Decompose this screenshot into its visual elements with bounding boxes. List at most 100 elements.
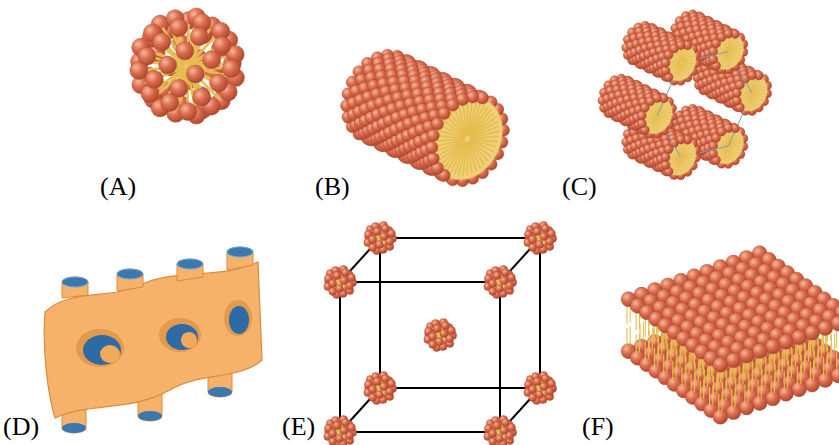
head-sphere (661, 153, 670, 162)
lipid-tail (729, 148, 732, 161)
head-sphere (732, 88, 741, 97)
tunnel-wall (100, 345, 120, 363)
head-sphere (193, 88, 211, 106)
lipid-tail (752, 95, 755, 108)
lipid-tail (645, 117, 656, 125)
lipid-tail (471, 131, 498, 138)
channel-opening (138, 411, 162, 421)
head-sphere (427, 129, 439, 141)
micelle (484, 416, 517, 445)
cube-edge (340, 431, 500, 433)
head-sphere (373, 378, 381, 386)
cube-edge (380, 387, 540, 389)
cube-edge (340, 238, 380, 282)
lipid-tail (463, 105, 467, 135)
head-sphere (661, 161, 670, 170)
lipid-tail (471, 126, 498, 137)
head-sphere (640, 103, 649, 112)
head-sphere (340, 277, 348, 285)
head-sphere (380, 383, 388, 391)
head-sphere (333, 272, 341, 280)
lipid-tail (471, 136, 498, 138)
head-sphere (381, 225, 389, 233)
channel-opening (227, 247, 253, 257)
cube-edge (379, 238, 381, 388)
head-sphere (335, 285, 343, 293)
head-sphere (431, 118, 443, 130)
head-sphere (712, 39, 721, 48)
tunnel-opening (166, 324, 198, 350)
head-sphere (222, 60, 240, 78)
lipid-tail (740, 94, 751, 102)
head-sphere (176, 42, 194, 60)
head-sphere (735, 80, 744, 89)
lipid-tail (669, 64, 680, 72)
spherical-micelle (130, 8, 245, 124)
head-sphere (170, 19, 188, 37)
head-sphere (170, 79, 188, 97)
lipid-tail (730, 143, 742, 146)
head-sphere (433, 325, 441, 333)
head-sphere (664, 145, 673, 154)
head-sphere (429, 333, 437, 341)
channel-opening (208, 387, 232, 397)
head-sphere (489, 280, 497, 288)
cube-edge (499, 282, 501, 432)
cylindrical-micelle (341, 49, 510, 187)
head-sphere (661, 66, 670, 75)
tunnel-wall (181, 332, 197, 348)
lipid-tail (657, 118, 660, 131)
lipid-tail (439, 141, 464, 160)
hexagonal-phase (598, 10, 772, 180)
head-sphere (210, 74, 228, 92)
lipid-tail (729, 53, 732, 66)
channel-stub (227, 247, 253, 270)
head-sphere (369, 236, 377, 244)
cube-edge (500, 388, 540, 432)
channel-opening (177, 259, 203, 269)
lipid-tail (438, 141, 464, 156)
lipid-tail (682, 151, 694, 157)
head-sphere (637, 119, 646, 128)
lipid-tail (468, 143, 472, 173)
cube-edge (539, 238, 541, 388)
head-sphere (732, 96, 741, 105)
lipid-tail (730, 45, 742, 51)
lipid-tail (669, 159, 680, 167)
head-sphere (145, 70, 163, 88)
lipid-tail (437, 139, 464, 141)
head-sphere (533, 378, 541, 386)
head-sphere (489, 430, 497, 438)
head-sphere (661, 58, 670, 67)
head-sphere (341, 269, 349, 277)
lipid-tail (659, 113, 671, 116)
head-sphere (373, 228, 381, 236)
head-sphere (440, 330, 448, 338)
lipid-tail (437, 140, 464, 151)
head-sphere (535, 241, 543, 249)
micelle (324, 266, 357, 299)
head-sphere (495, 285, 503, 293)
micelle (364, 372, 397, 405)
head-sphere (427, 152, 439, 164)
head-sphere (637, 111, 646, 120)
head-sphere (426, 141, 438, 153)
head-sphere (493, 272, 501, 280)
channel-opening (62, 277, 88, 287)
head-sphere (438, 107, 450, 119)
head-sphere (535, 391, 543, 399)
head-sphere (369, 386, 377, 394)
tunnel-rim (76, 329, 124, 367)
micelle (484, 266, 517, 299)
head-sphere (540, 233, 548, 241)
tunnel-opening (83, 335, 121, 365)
cubic-lattice (324, 222, 557, 445)
head-sphere (501, 269, 509, 277)
tunnel-opening (229, 306, 249, 334)
channel-stub (62, 277, 88, 298)
surface-body (44, 262, 262, 418)
head-sphere (495, 435, 503, 443)
head-sphere (153, 33, 171, 51)
